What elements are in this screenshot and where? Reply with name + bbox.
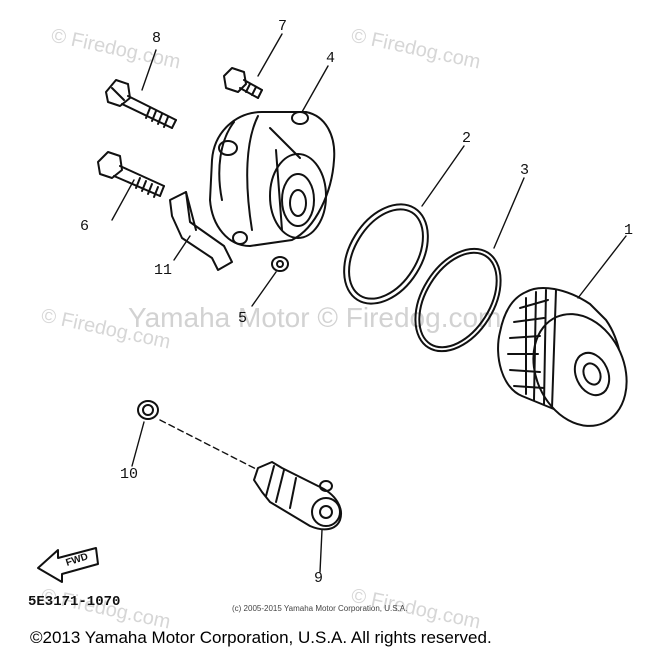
part-10-o-ring — [137, 400, 159, 420]
part-4-cover — [209, 111, 336, 247]
part-2-o-ring — [343, 203, 429, 305]
diagram-code: 5E3171-1070 — [28, 594, 121, 610]
callout-leaders — [111, 33, 627, 573]
callout-1: 1 — [624, 222, 634, 239]
small-copyright: (c) 2005-2015 Yamaha Motor Corporation, … — [232, 604, 408, 613]
callout-6: 6 — [80, 218, 90, 235]
callout-5: 5 — [238, 310, 248, 327]
callout-2: 2 — [462, 130, 472, 147]
callout-9: 9 — [314, 570, 324, 587]
assembly-center-line — [159, 419, 259, 471]
callout-8: 8 — [152, 30, 162, 47]
part-3-o-ring — [414, 247, 502, 353]
callout-7: 7 — [278, 18, 288, 35]
part-8-bolt — [105, 79, 177, 129]
part-1-oil-filter — [497, 287, 628, 427]
part-11-bracket — [169, 191, 233, 271]
fwd-arrow-icon — [37, 547, 99, 583]
part-5-washer — [271, 256, 289, 272]
part-9-valve — [253, 461, 342, 531]
part-6-bolt — [97, 151, 165, 198]
callout-11: 11 — [154, 262, 173, 279]
callout-3: 3 — [520, 162, 530, 179]
brand-watermark: Yamaha Motor © Firedog.com — [128, 302, 502, 333]
footer-copyright: ©2013 Yamaha Motor Corporation, U.S.A. A… — [30, 628, 492, 647]
callout-10: 10 — [120, 466, 139, 483]
callout-4: 4 — [326, 50, 336, 67]
part-7-bolt — [223, 67, 263, 99]
